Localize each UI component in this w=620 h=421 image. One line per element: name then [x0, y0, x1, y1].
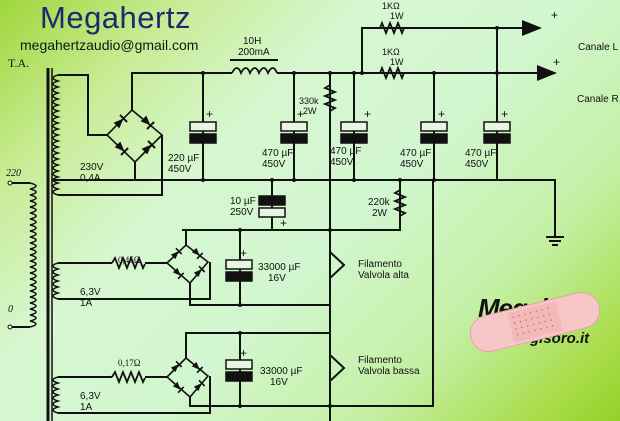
r-fil2-value: 0,17Ω — [118, 358, 141, 368]
fil-high-label-2: Valvola alta — [358, 270, 409, 281]
fil1-winding — [52, 262, 61, 300]
fil2-voltage: 6,3V — [80, 391, 101, 402]
r-out-l — [362, 20, 420, 36]
r-out-l-power: 1W — [390, 11, 404, 21]
ground-icon — [546, 236, 564, 246]
c2-capacitance: 470 µF — [262, 148, 294, 159]
terminal-220 — [7, 180, 13, 186]
r-out-l-value: 1KΩ — [382, 1, 400, 11]
terminal-0 — [7, 324, 13, 330]
fil-low-label-2: Valvola bassa — [358, 366, 420, 377]
c1-capacitance: 220 µF — [168, 153, 200, 164]
c5-voltage: 450V — [465, 159, 489, 170]
plus-c1: + — [206, 107, 214, 121]
plus-c3: + — [364, 107, 372, 121]
choke-inductance: 10H — [243, 36, 262, 47]
fil-high-label-1: Filamento — [358, 259, 402, 270]
c5-capacitance: 470 µF — [465, 148, 497, 159]
plus-out-r: + — [553, 55, 561, 69]
primary-220-label: 220 — [6, 168, 21, 179]
brand-title: Megahertz — [40, 0, 191, 35]
r-bleeder-value: 330k — [299, 96, 319, 106]
cfil1-capacitance: 33000 µF — [258, 262, 301, 273]
primary-0-label: 0 — [8, 304, 13, 315]
fil2-current: 1A — [80, 402, 93, 413]
cap-c2 — [280, 121, 308, 144]
fil2-winding — [52, 376, 61, 414]
c2-voltage: 450V — [262, 159, 286, 170]
fil-low-label-1: Filamento — [358, 355, 402, 366]
plus-cfil2: + — [240, 346, 248, 360]
choke-current: 200mA — [238, 47, 270, 58]
r-fil1-value: 0,45Ω — [118, 255, 141, 265]
cap-fil2 — [225, 359, 253, 382]
c4-capacitance: 470 µF — [400, 148, 432, 159]
r-out-r-value: 1KΩ — [382, 47, 400, 57]
cbias-capacitance: 10 µF — [230, 196, 256, 207]
transformer-label: T.A. — [8, 56, 30, 70]
cap-bias — [258, 195, 286, 218]
c3-capacitance: 470 µF — [330, 146, 362, 157]
fil1-voltage: 6,3V — [80, 287, 101, 298]
r-out-r-power: 1W — [390, 57, 404, 67]
cap-c3 — [340, 121, 368, 144]
cfil2-voltage: 16V — [270, 377, 288, 388]
fil1-current: 1A — [80, 298, 93, 309]
cfil2-capacitance: 33000 µF — [260, 366, 303, 377]
plus-c2: + — [297, 107, 305, 121]
r-bleeder-power: 2W — [303, 106, 317, 116]
canale-l-label: Canale L — [578, 42, 619, 53]
primary-winding — [10, 182, 37, 328]
fil2-bridge — [165, 356, 210, 399]
canale-r-label: Canale R — [577, 94, 619, 105]
plus-cfil1: + — [240, 246, 248, 260]
plus-cbias: + — [280, 216, 288, 230]
hv-secondary-current: 0,4A — [80, 173, 101, 184]
hv-secondary-voltage: 230V — [80, 162, 104, 173]
cbias-voltage: 250V — [230, 207, 254, 218]
c1-voltage: 450V — [168, 164, 192, 175]
cfil1-voltage: 16V — [268, 273, 286, 284]
r-bias — [392, 189, 408, 217]
plus-c5: + — [501, 107, 509, 121]
c3-voltage: 450V — [330, 157, 354, 168]
plus-c4: + — [438, 107, 446, 121]
cap-fil1 — [225, 259, 253, 282]
r-bias-value: 220k — [368, 197, 390, 208]
plus-out-l: + — [551, 8, 559, 22]
hv-bridge — [105, 108, 164, 164]
fil1-bridge — [165, 243, 210, 285]
hv-secondary-winding — [52, 74, 61, 196]
cap-c5 — [483, 121, 511, 144]
bandage-holes — [512, 307, 554, 336]
r-out-r — [362, 65, 420, 81]
bandage-overlay — [469, 291, 601, 353]
r-fil2 — [111, 369, 146, 385]
c4-voltage: 450V — [400, 159, 424, 170]
r-bias-power: 2W — [372, 208, 387, 219]
r-bleeder — [322, 84, 338, 112]
cap-c4 — [420, 121, 448, 144]
choke-inductor — [231, 67, 278, 76]
r-fil1 — [111, 255, 146, 271]
contact-email: megahertzaudio@gmail.com — [20, 37, 199, 53]
cap-c1 — [189, 121, 217, 144]
